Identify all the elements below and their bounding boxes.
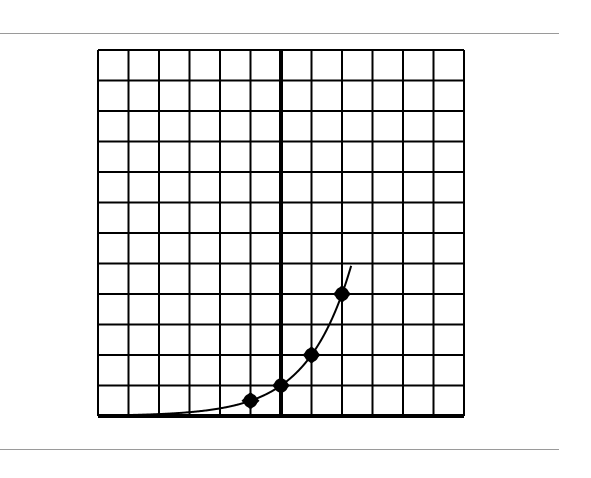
data-point-core	[243, 393, 258, 408]
curve-group	[97, 265, 353, 417]
points-group	[241, 285, 351, 410]
bottom-divider	[0, 449, 559, 450]
axes	[98, 50, 464, 418]
exponential-curve	[97, 265, 353, 417]
data-point-core	[304, 348, 319, 362]
top-divider	[0, 33, 559, 34]
data-point-core	[335, 287, 349, 301]
data-point-core	[274, 378, 288, 393]
